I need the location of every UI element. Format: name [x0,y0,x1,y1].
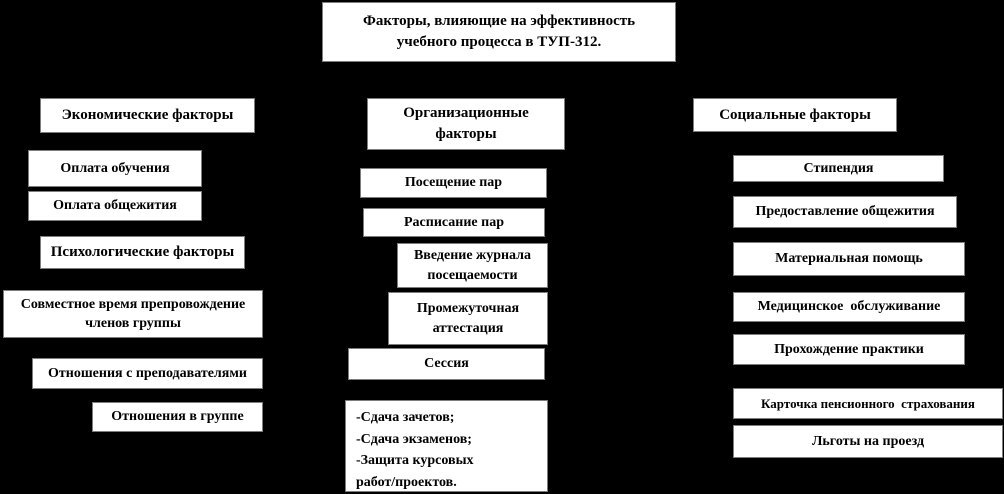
internship-box: Прохождение практики [733,334,965,365]
class-attendance-box: Посещение пар [360,168,547,198]
dormitory-fee-box: Оплата общежития [28,191,202,221]
exams-list-box: -Сдача зачетов; -Сдача экзаменов; -Защит… [345,400,548,492]
class-schedule-box: Расписание пар [363,208,545,237]
economic-factors-header: Экономические факторы [40,98,255,133]
social-factors-header: Социальные факторы [693,98,897,132]
group-relations-box: Отношения в группе [92,402,263,432]
travel-benefits-box: Льготы на проезд [733,425,1003,458]
scholarship-box: Стипендия [733,155,944,182]
interim-assessment-box: Промежуточная аттестация [388,292,548,345]
pension-insurance-card-box: Карточка пенсионного страхования [733,388,1003,419]
psychological-factors-header: Психологические факторы [40,236,245,269]
session-box: Сессия [348,348,545,380]
medical-service-box: Медицинское обслуживание [733,292,965,322]
tuition-fee-box: Оплата обучения [28,150,202,187]
diagram-title-box: Факторы, влияющие на эффективность учебн… [322,2,676,62]
teacher-relations-box: Отношения с преподавателями [32,358,263,389]
group-shared-time-box: Совместное время препровождение членов г… [3,290,263,338]
organizational-factors-header: Организационные факторы [367,98,565,150]
financial-aid-box: Материальная помощь [733,242,965,276]
attendance-journal-box: Введение журнала посещаемости [397,243,548,288]
dormitory-provision-box: Предоставление общежития [733,196,957,228]
